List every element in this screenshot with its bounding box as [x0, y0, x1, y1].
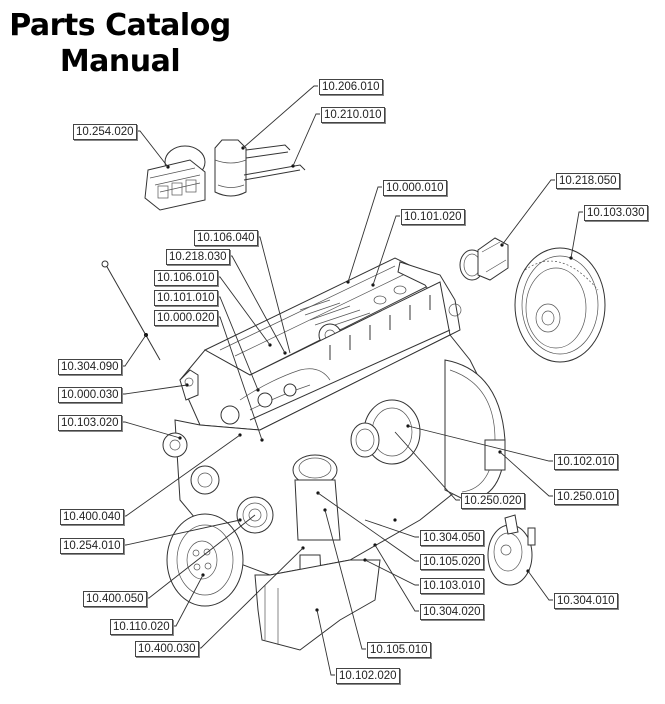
callout-10-103-030[interactable]: 10.103.030	[584, 205, 648, 221]
electronic-control-unit[interactable]	[144, 145, 206, 211]
callout-10-250-010[interactable]: 10.250.010	[554, 489, 618, 505]
callout-10-105-010[interactable]: 10.105.010	[367, 642, 431, 658]
callout-10-101-020[interactable]: 10.101.020	[401, 209, 465, 225]
callout-10-304-010[interactable]: 10.304.010	[554, 593, 618, 609]
callout-10-206-010[interactable]: 10.206.010	[319, 79, 383, 95]
callout-10-254-010[interactable]: 10.254.010	[60, 538, 124, 554]
callout-10-254-020[interactable]: 10.254.020	[73, 124, 137, 140]
callout-10-000-020[interactable]: 10.000.020	[154, 310, 218, 326]
turbo-coupler[interactable]	[459, 237, 509, 281]
callout-10-400-030[interactable]: 10.400.030	[135, 641, 199, 657]
callout-10-304-090[interactable]: 10.304.090	[58, 359, 122, 375]
flywheel[interactable]	[514, 247, 606, 363]
engine-assembly[interactable]	[162, 257, 506, 651]
callout-10-250-020[interactable]: 10.250.020	[461, 493, 525, 509]
callout-10-218-030[interactable]: 10.218.030	[166, 249, 230, 265]
callout-10-101-010[interactable]: 10.101.010	[154, 290, 218, 306]
callout-10-304-020[interactable]: 10.304.020	[420, 604, 484, 620]
document-title: Parts Catalog Manual	[0, 8, 240, 80]
callout-10-000-010[interactable]: 10.000.010	[383, 180, 447, 196]
callout-10-304-050[interactable]: 10.304.050	[420, 530, 484, 546]
callout-10-103-010[interactable]: 10.103.010	[420, 578, 484, 594]
fuel-filter[interactable]	[214, 139, 306, 197]
callout-10-400-040[interactable]: 10.400.040	[60, 509, 124, 525]
callout-10-110-020[interactable]: 10.110.020	[110, 619, 173, 635]
callout-10-103-020[interactable]: 10.103.020	[58, 415, 122, 431]
callout-10-102-010[interactable]: 10.102.010	[554, 454, 618, 470]
title-line-1: Parts Catalog	[9, 8, 231, 43]
callout-10-400-050[interactable]: 10.400.050	[83, 591, 147, 607]
callout-10-105-020[interactable]: 10.105.020	[420, 554, 484, 570]
title-line-2: Manual	[59, 44, 181, 79]
vacuum-pump[interactable]	[487, 514, 536, 586]
dipstick[interactable]	[101, 260, 161, 361]
callout-10-106-010[interactable]: 10.106.010	[154, 270, 218, 286]
callout-10-218-050[interactable]: 10.218.050	[556, 173, 620, 189]
callout-10-210-010[interactable]: 10.210.010	[321, 107, 385, 123]
callout-10-102-020[interactable]: 10.102.020	[336, 668, 400, 684]
callout-10-106-040[interactable]: 10.106.040	[194, 230, 258, 246]
callout-10-000-030[interactable]: 10.000.030	[58, 387, 122, 403]
